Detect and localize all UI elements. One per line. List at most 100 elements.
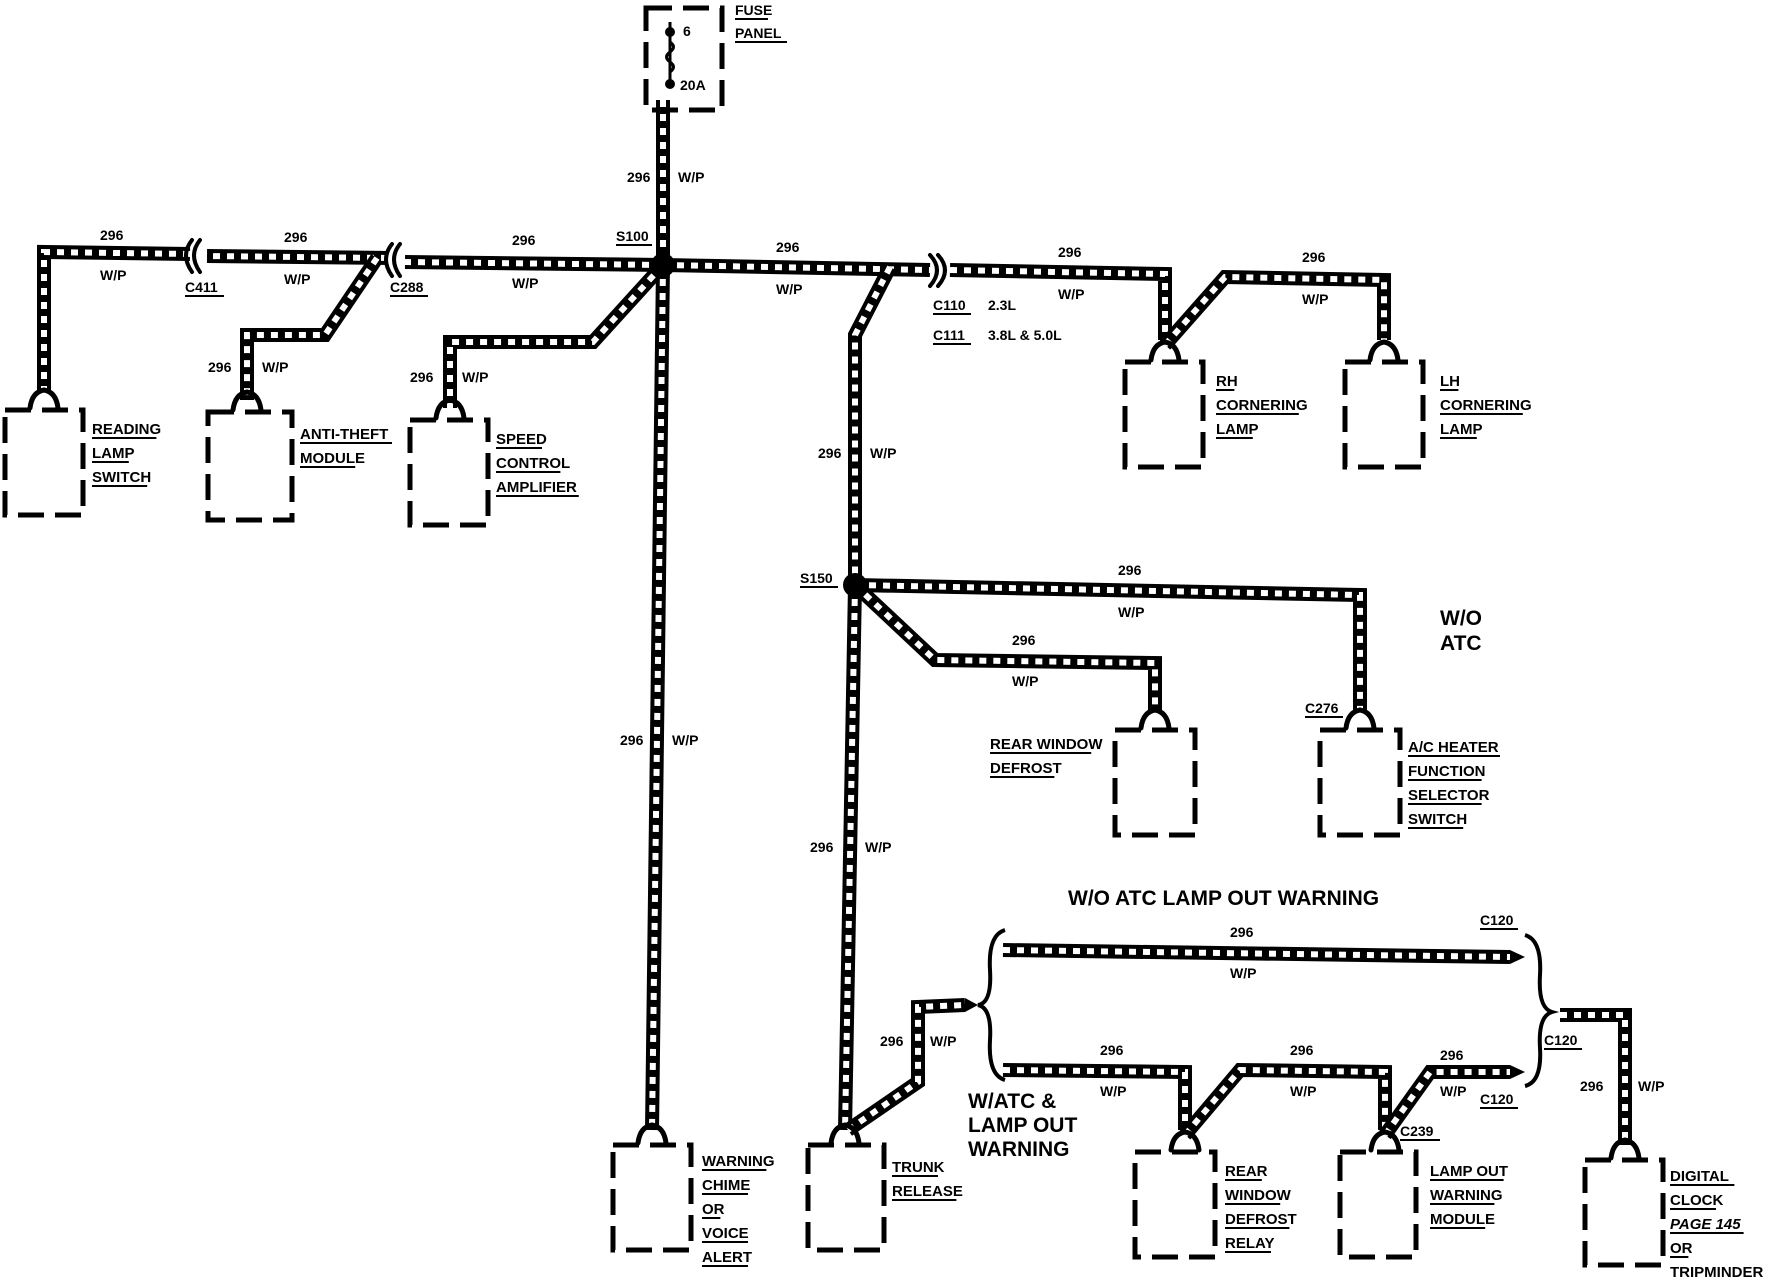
wire-c288-anti-theft — [240, 254, 383, 400]
component-label-line: LH — [1440, 373, 1460, 390]
component-label-line: VOICE — [702, 1225, 749, 1242]
wire-color-16: W/P — [930, 1033, 956, 1049]
wire-num-6: 296 — [410, 369, 434, 385]
component-box — [805, 1142, 887, 1253]
wire-s150-trunk-release — [838, 584, 862, 1131]
connector-c120-mid: C120 — [1544, 1032, 1582, 1050]
note-wo-atc-2: ATC — [1440, 632, 1482, 655]
component-box — [205, 409, 295, 523]
connector-plug-icon — [1367, 339, 1401, 363]
component-box — [1112, 727, 1198, 838]
connector-c110-c111: C110 2.3L C111 3.8L & 5.0L — [928, 253, 1062, 345]
wire-color-7: W/P — [776, 281, 802, 297]
wire-color-12: W/P — [1012, 673, 1038, 689]
note-w-atc-1: W/ATC & — [968, 1090, 1056, 1113]
brace-right — [1524, 933, 1560, 1088]
wires — [37, 100, 1632, 1145]
component-label-line: TRUNK — [892, 1159, 945, 1176]
component-box — [1342, 359, 1426, 470]
connector-plug-icon — [1168, 1129, 1202, 1153]
component-label-line: OR — [702, 1201, 725, 1218]
component-box — [1132, 1149, 1218, 1260]
component-label-line: WARNING — [702, 1153, 775, 1170]
wire-color-20: W/P — [1638, 1078, 1664, 1094]
wire-num-15: 296 — [1230, 924, 1254, 940]
wire-c411-reading-lamp — [37, 244, 191, 390]
brace-left — [977, 928, 1006, 1082]
component-box — [1122, 359, 1206, 470]
component-label-line: A/C HEATER — [1408, 739, 1499, 756]
component-label-line: CORNERING — [1440, 397, 1532, 414]
connector-plug-icon — [230, 389, 264, 413]
component-label-line: OR — [1670, 1240, 1693, 1257]
connector-c288: C288 — [384, 242, 428, 297]
component-label-line: REAR WINDOW — [990, 736, 1103, 753]
wire-num-7: 296 — [776, 239, 800, 255]
component-label-line: LAMP — [1440, 421, 1483, 438]
wire-labels: 296 W/P 296 W/P 296 W/P 296 W/P 296 W/P … — [100, 169, 1664, 1099]
wire-num-20: 296 — [1580, 1078, 1604, 1094]
fuse-panel: 6 20A FUSE PANEL — [643, 2, 787, 113]
component-label-line: DEFROST — [1225, 1211, 1297, 1228]
wire-num-10: 296 — [818, 445, 842, 461]
component-label-line: READING — [92, 421, 161, 438]
component-label-line: LAMP — [92, 445, 135, 462]
component-box — [1337, 1149, 1419, 1260]
connector-c411-label: C411 — [185, 279, 218, 295]
component-label-line: DEFROST — [990, 760, 1062, 777]
component-rear-window-defrost: REAR WINDOW DEFROST — [990, 707, 1198, 838]
connector-c110-label: C110 — [933, 297, 966, 313]
wire-color-11: W/P — [1118, 604, 1144, 620]
component-label-line: SWITCH — [92, 469, 151, 486]
connector-c111-label: C111 — [933, 327, 965, 343]
component-label-line: MODULE — [300, 450, 365, 467]
connector-c120-top: C120 — [1480, 912, 1518, 930]
connector-c276: C276 — [1305, 700, 1343, 718]
component-label-line: SELECTOR — [1408, 787, 1490, 804]
wire-num-8: 296 — [1058, 244, 1082, 260]
connector-plug-icon — [828, 1122, 862, 1146]
connector-plug-icon — [433, 397, 467, 421]
connector-plug-icon — [1608, 1137, 1642, 1161]
component-box — [407, 417, 491, 528]
connector-c411: C411 — [184, 238, 224, 297]
wire-color-10: W/P — [870, 445, 896, 461]
wire-c110-rh-cornering — [949, 263, 1172, 340]
wire-s100-warning-chime — [645, 264, 670, 1131]
component-label-line: DIGITAL — [1670, 1168, 1729, 1185]
component-label-line: LAMP OUT — [1430, 1163, 1508, 1180]
component-label-line: SPEED — [496, 431, 547, 448]
component-label-line: PAGE 145 — [1670, 1216, 1741, 1233]
component-label-line: WARNING — [1430, 1187, 1503, 1204]
wire-color-17: W/P — [1100, 1083, 1126, 1099]
wire-color-2: W/P — [100, 267, 126, 283]
wire-s150-ac-heater — [854, 578, 1367, 712]
component-label-line: ALERT — [702, 1249, 752, 1266]
wire-w-atc-relay — [1002, 1063, 1192, 1130]
wire-c288-c411 — [206, 249, 389, 265]
wire-lamp-out-c120 — [1379, 1065, 1510, 1140]
wire-num-18: 296 — [1290, 1042, 1314, 1058]
component-label-line: SWITCH — [1408, 811, 1467, 828]
component-label-line: REAR — [1225, 1163, 1268, 1180]
wire-num-17: 296 — [1100, 1042, 1124, 1058]
wire-num-12: 296 — [1012, 632, 1036, 648]
connector-plug-icon — [1148, 339, 1182, 363]
splice-s150-label: S150 — [800, 570, 833, 586]
wire-num-2: 296 — [100, 227, 124, 243]
wire-color-19: W/P — [1440, 1083, 1466, 1099]
notes: W/O ATC W/O ATC LAMP OUT WARNING W/ATC &… — [968, 607, 1482, 1161]
wire-color-13: W/P — [672, 732, 698, 748]
component-lh-cornering-lamp: LH CORNERING LAMP — [1342, 339, 1532, 470]
fuse-panel-label-2: PANEL — [735, 25, 782, 41]
fuse-rating: 20A — [680, 77, 706, 93]
connector-plug-icon — [1368, 1129, 1402, 1153]
wire-num-1: 296 — [627, 169, 651, 185]
connector-c288-label: C288 — [390, 279, 424, 295]
